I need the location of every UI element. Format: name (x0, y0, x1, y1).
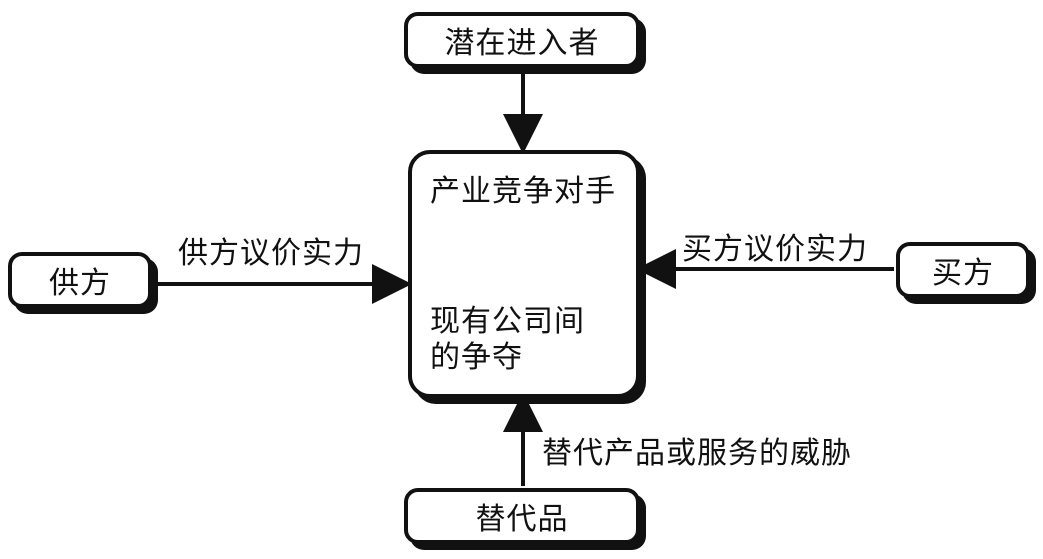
center-caption-line2: 的争夺 (430, 340, 523, 375)
node-potential-entrants-label: 潜在进入者 (444, 26, 600, 61)
center-title: 产业竞争对手 (430, 174, 616, 209)
node-supplier-label: 供方 (49, 266, 111, 301)
edge-label-supplier-power: 供方议价实力 (178, 236, 364, 271)
node-potential-entrants: 潜在进入者 (404, 12, 640, 68)
node-supplier: 供方 (8, 252, 152, 308)
node-buyer: 买方 (896, 242, 1030, 298)
edge-label-buyer-power: 买方议价实力 (682, 232, 868, 267)
node-substitute: 替代品 (404, 488, 640, 544)
node-buyer-label: 买方 (932, 256, 994, 291)
node-substitute-label: 替代品 (475, 502, 569, 537)
center-caption-line1: 现有公司间 (430, 304, 585, 339)
node-industry-rivalry (408, 150, 640, 398)
edge-label-substitute-threat: 替代产品或服务的威胁 (542, 436, 852, 471)
